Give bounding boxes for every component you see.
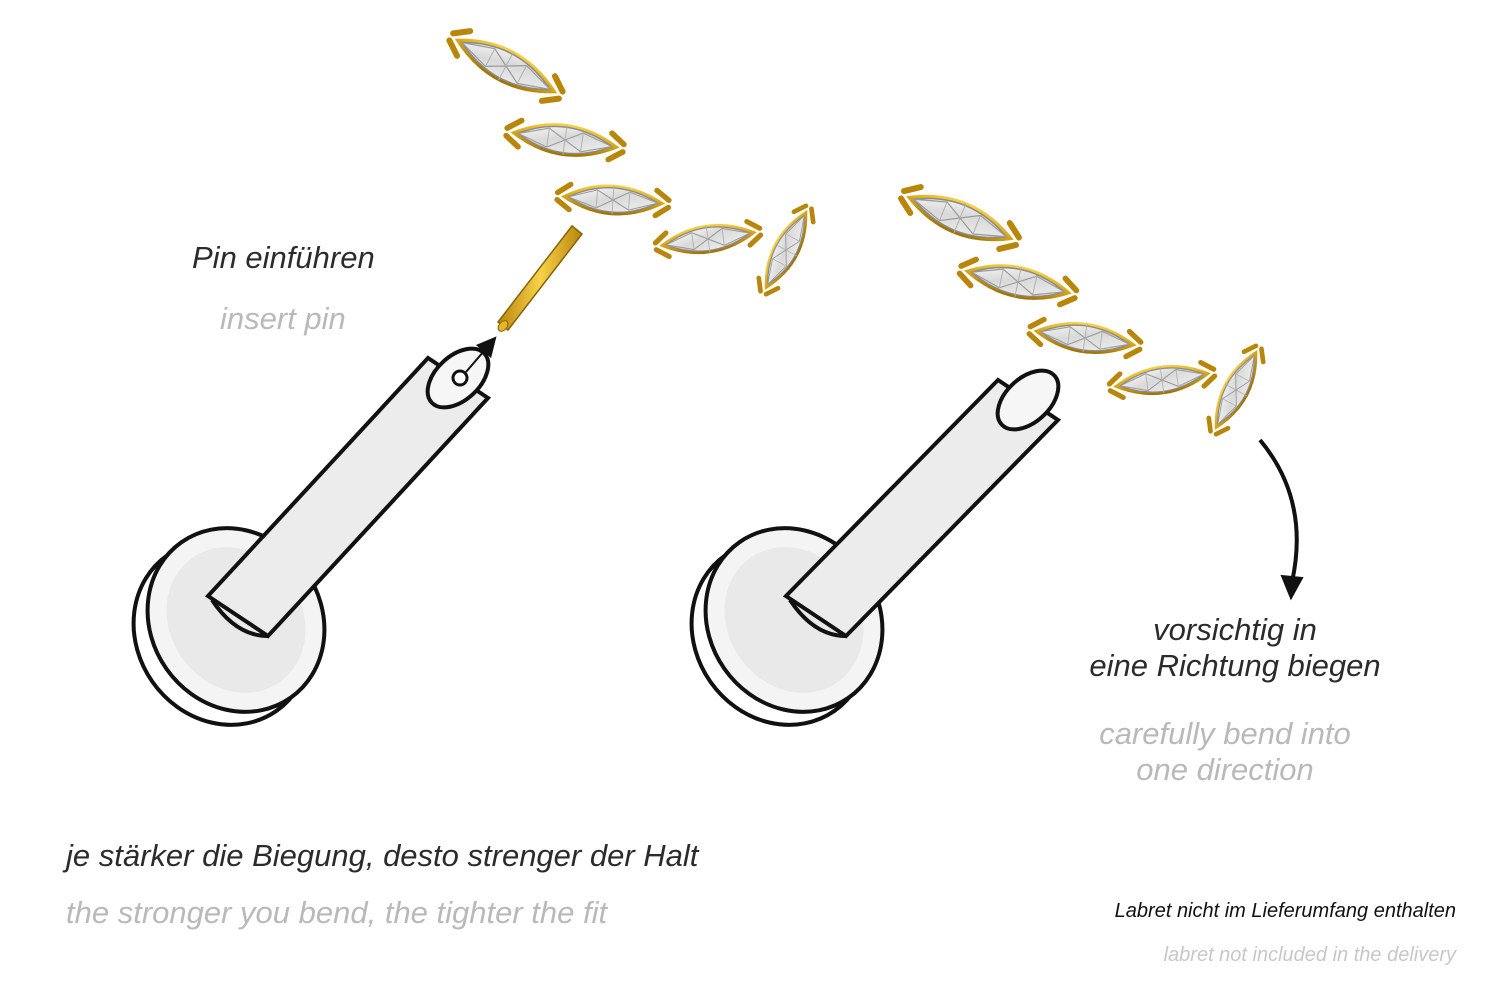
- step2-label-en-line2: one direction: [1136, 751, 1314, 787]
- step2-label-en: carefully bend into one direction: [1060, 716, 1390, 787]
- note-label-en: labret not included in the delivery: [1163, 944, 1456, 966]
- labret-post-illustration: [131, 346, 492, 727]
- labret-post-illustration: [689, 368, 1062, 727]
- tip-label-de: je stärker die Biegung, desto strenger d…: [66, 838, 699, 873]
- step2-label-de: vorsichtig in eine Richtung biegen: [1060, 612, 1410, 683]
- gold-marquise-crystal-top: [896, 179, 1270, 439]
- tip-label-en: the stronger you bend, the tighter the f…: [66, 895, 608, 930]
- step2-label-de-line2: eine Richtung biegen: [1089, 647, 1381, 683]
- step2-label-de-line1: vorsichtig in: [1153, 612, 1317, 647]
- step2-label-en-line1: carefully bend into: [1099, 716, 1351, 751]
- step1-label-en: insert pin: [220, 301, 346, 336]
- step1-label-de: Pin einführen: [192, 240, 375, 275]
- bend-arrow: [1258, 438, 1304, 601]
- insert-arrow: [465, 336, 497, 373]
- gold-marquise-crystal-top: [443, 22, 820, 332]
- note-label-de: Labret nicht im Lieferumfang enthalten: [1114, 900, 1456, 922]
